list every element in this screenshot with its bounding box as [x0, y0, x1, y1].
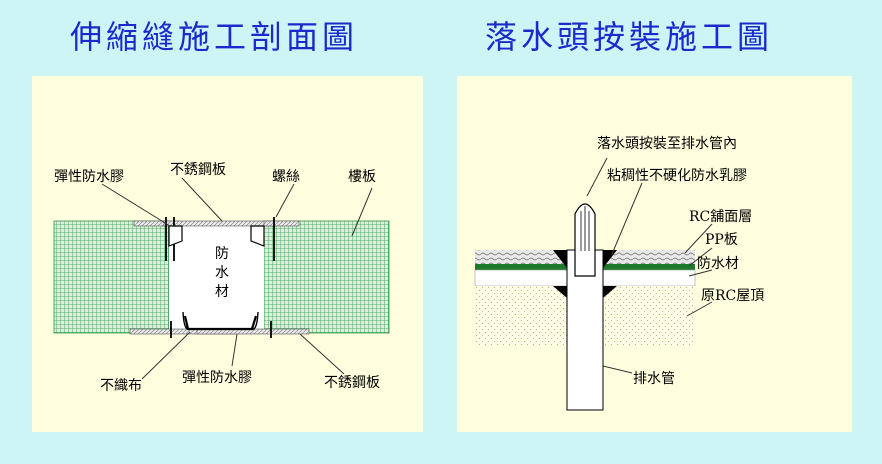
label-nonwoven: 不織布 — [100, 378, 142, 394]
expansion-joint-diagram: 彈性防水膠 不銹鋼板 螺絲 樓板 防 水 材 不織布 彈性防水膠 不銹鋼板 — [53, 162, 390, 394]
label-drain-head: 落水頭按裝至排水管內 — [597, 136, 737, 152]
rc-roof-right — [603, 286, 695, 346]
rc-roof-left — [475, 286, 567, 346]
label-sealant: 粘稠性不硬化防水乳膠 — [607, 168, 747, 184]
label-drain-pipe: 排水管 — [633, 371, 675, 387]
label-waterproof-1: 防 — [215, 246, 229, 262]
leader-drain-pipe — [602, 365, 633, 374]
sealant-bottom-bead — [182, 311, 259, 331]
sealant-top-right — [250, 225, 265, 247]
steel-plate-top-right — [263, 220, 300, 227]
pp-board-band-right — [603, 264, 695, 270]
waterproof-layer-right — [602, 269, 696, 287]
leader-sealant — [611, 182, 643, 255]
sealant-lower-right — [603, 286, 617, 298]
drain-installation-diagram-panel: 落水頭按裝至排水管內 粘稠性不硬化防水乳膠 RC舖面層 PP板 防水材 原RC屋… — [457, 76, 852, 432]
drain-pipe — [566, 249, 604, 411]
steel-plate-top-center — [163, 220, 277, 227]
leader-drain-head — [586, 157, 608, 197]
label-sealant-bottom: 彈性防水膠 — [182, 370, 252, 386]
label-waterproof-3: 材 — [215, 284, 229, 300]
leader-nonwoven — [141, 331, 191, 380]
label-screw: 螺絲 — [272, 169, 300, 185]
waterproof-membrane-u — [183, 315, 258, 331]
leader-rc-paving — [684, 223, 713, 254]
rc-paving-right — [603, 250, 695, 264]
label-steel-plate-top: 不銹鋼板 — [170, 162, 226, 178]
expansion-joint-diagram-panel: 彈性防水膠 不銹鋼板 螺絲 樓板 防 水 材 不織布 彈性防水膠 不銹鋼板 — [32, 76, 423, 432]
sealant-top-left — [168, 225, 183, 247]
leader-waterproof — [688, 269, 713, 277]
leader-steel-plate-top — [181, 177, 223, 222]
drain-installation-diagram: 落水頭按裝至排水管內 粘稠性不硬化防水乳膠 RC舖面層 PP板 防水材 原RC屋… — [474, 136, 764, 411]
title-expansion-joint: 伸縮縫施工剖面圖 — [70, 18, 359, 56]
leader-pp-board — [688, 247, 713, 267]
leader-floor-slab — [351, 187, 373, 237]
rc-paving-left — [475, 250, 567, 264]
slab-left — [53, 220, 170, 334]
leader-rc-roof — [686, 301, 713, 317]
waterproof-layer-left — [474, 269, 568, 287]
sealant-upper-left — [553, 250, 567, 268]
label-waterproof-2: 水 — [215, 265, 229, 281]
label-steel-plate-bottom: 不銹鋼板 — [324, 375, 380, 391]
label-rc-paving: RC舖面層 — [689, 209, 752, 225]
label-pp-board: PP板 — [705, 232, 738, 248]
leader-screw — [275, 183, 295, 218]
title-drain-installation: 落水頭按裝施工圖 — [485, 18, 774, 56]
sealant-upper-right — [603, 250, 617, 268]
leader-steel-plate-bottom — [299, 333, 345, 375]
label-sealant-top: 彈性防水膠 — [54, 169, 124, 185]
joint-gap — [169, 225, 264, 329]
pp-board-band-left — [475, 264, 567, 270]
sealant-lower-left — [553, 286, 567, 298]
leader-sealant-bottom — [231, 333, 238, 367]
label-floor-slab: 樓板 — [348, 169, 376, 185]
leader-sealant-top — [101, 183, 171, 227]
label-rc-roof: 原RC屋頂 — [701, 288, 764, 304]
slab-right — [263, 220, 390, 334]
label-waterproof: 防水材 — [697, 256, 739, 272]
